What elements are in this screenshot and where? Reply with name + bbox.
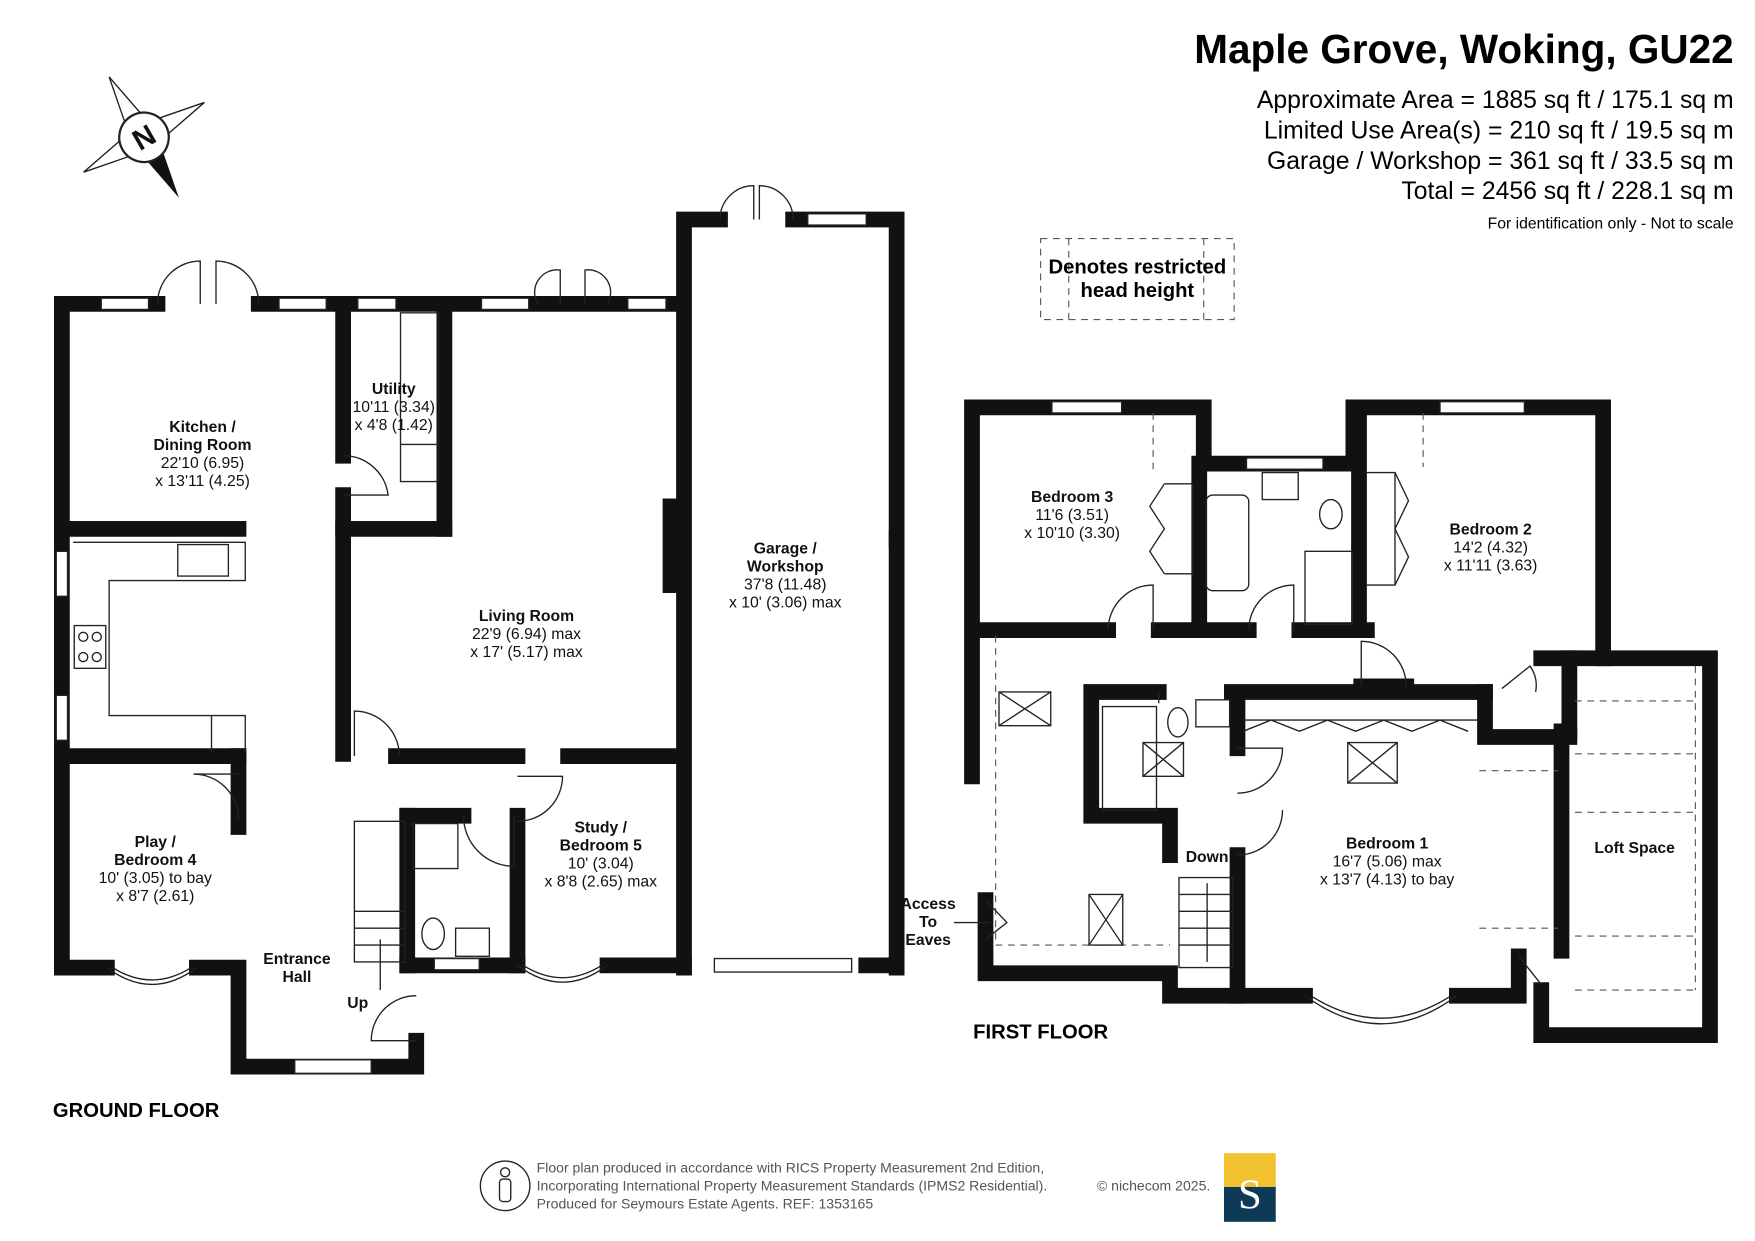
stairs-up-label: Up bbox=[347, 995, 368, 1012]
room-name: Bedroom 2 bbox=[1449, 521, 1532, 538]
logo-letter: S bbox=[1238, 1171, 1262, 1218]
room-name: Bedroom 5 bbox=[560, 838, 643, 855]
room-name: Bedroom 3 bbox=[1031, 489, 1114, 506]
room-dims: x 13'7 (4.13) to bay bbox=[1320, 871, 1454, 888]
room-dims: x 17' (5.17) max bbox=[470, 644, 583, 661]
sink-icon bbox=[177, 543, 230, 577]
room-dims: 37'8 (11.48) bbox=[744, 577, 826, 594]
room-name: Hall bbox=[283, 969, 312, 986]
garage-area: Garage / Workshop = 361 sq ft / 33.5 sq … bbox=[1267, 148, 1734, 175]
room-dims: 22'10 (6.95) bbox=[161, 455, 245, 472]
room-name: Loft Space bbox=[1594, 840, 1675, 857]
shower-icon bbox=[1101, 705, 1158, 811]
room-dims: 10' (3.05) to bay bbox=[99, 870, 212, 887]
room-name: Garage / bbox=[754, 541, 818, 558]
room-name: Dining Room bbox=[154, 437, 252, 454]
toilet-icon bbox=[1167, 707, 1189, 738]
shower-icon bbox=[1304, 550, 1353, 626]
room-dims: x 11'11 (3.63) bbox=[1444, 557, 1537, 574]
header: Maple Grove, Woking, GU22 Approximate Ar… bbox=[1194, 26, 1734, 232]
disclaimer: For identification only - Not to scale bbox=[1488, 215, 1734, 232]
room-name: Bedroom 4 bbox=[114, 852, 197, 869]
room-dims: x 10' (3.06) max bbox=[729, 595, 842, 612]
property-title: Maple Grove, Woking, GU22 bbox=[1194, 26, 1733, 72]
room-name: Workshop bbox=[747, 559, 824, 576]
room-dims: 16'7 (5.06) max bbox=[1333, 853, 1442, 870]
room-dims: 10' (3.04) bbox=[568, 856, 634, 873]
basin-icon bbox=[1195, 699, 1231, 728]
room-dims: x 10'10 (3.30) bbox=[1024, 525, 1120, 542]
room-name: Bedroom 1 bbox=[1346, 835, 1429, 852]
toilet-icon bbox=[421, 917, 446, 951]
room-dims: 11'6 (3.51) bbox=[1035, 507, 1109, 524]
room-dims: x 8'8 (2.65) max bbox=[545, 874, 658, 891]
stairs bbox=[1178, 876, 1234, 969]
room-name: Play / bbox=[135, 834, 177, 851]
footer-line-1: Floor plan produced in accordance with R… bbox=[537, 1159, 1045, 1175]
room-name: Entrance bbox=[263, 951, 331, 968]
approximate-area: Approximate Area = 1885 sq ft / 175.1 sq… bbox=[1257, 87, 1734, 114]
restricted-height-legend: Denotes restricted head height bbox=[1040, 238, 1235, 321]
ground-floor-label: GROUND FLOOR bbox=[53, 1100, 220, 1122]
ground-floor-plan: Kitchen / Dining Room 22'10 (6.95) x 13'… bbox=[53, 185, 905, 1122]
compass-icon: N bbox=[83, 76, 205, 198]
bath-icon bbox=[1205, 494, 1250, 592]
first-floor-plan: Bedroom 3 11'6 (3.51) x 10'10 (3.30) Bed… bbox=[901, 399, 1718, 1043]
stairs-down-label: Down bbox=[1186, 849, 1229, 866]
footer-line-3: Produced for Seymours Estate Agents. REF… bbox=[537, 1195, 874, 1211]
room-dims: 22'9 (6.94) max bbox=[472, 626, 581, 643]
room-dims: x 8'7 (2.61) bbox=[116, 888, 194, 905]
legend-line-1: Denotes restricted bbox=[1048, 256, 1226, 278]
legend-line-2: head height bbox=[1081, 280, 1195, 302]
room-name: Living Room bbox=[479, 608, 574, 625]
ipms-person-icon bbox=[479, 1160, 531, 1212]
copyright: © nichecom 2025. bbox=[1097, 1177, 1210, 1193]
eaves-access-label: To bbox=[919, 914, 937, 931]
basin-icon bbox=[454, 927, 491, 957]
total-area: Total = 2456 sq ft / 228.1 sq m bbox=[1401, 178, 1733, 205]
basin-icon bbox=[1261, 471, 1299, 501]
seymours-logo: S bbox=[1224, 1153, 1276, 1222]
eaves-access-label: Eaves bbox=[905, 932, 951, 949]
room-name: Kitchen / bbox=[169, 419, 236, 436]
limited-use-area: Limited Use Area(s) = 210 sq ft / 19.5 s… bbox=[1264, 117, 1734, 144]
footer: Floor plan produced in accordance with R… bbox=[479, 1153, 1276, 1222]
room-dims: x 13'11 (4.25) bbox=[155, 473, 250, 490]
first-floor-label: FIRST FLOOR bbox=[973, 1021, 1108, 1043]
loft-dashed-grid bbox=[1575, 666, 1696, 991]
toilet-icon bbox=[1318, 498, 1343, 530]
stairs bbox=[353, 820, 406, 991]
skylight-icon bbox=[998, 691, 1398, 946]
footer-line-2: Incorporating International Property Mea… bbox=[537, 1177, 1048, 1193]
eaves-access-label: Access bbox=[901, 896, 956, 913]
room-dims: x 4'8 (1.42) bbox=[355, 417, 433, 434]
room-name: Utility bbox=[372, 381, 416, 398]
room-dims: 10'11 (3.34) bbox=[353, 399, 435, 416]
room-name: Study / bbox=[574, 820, 627, 837]
hob-icon bbox=[73, 624, 107, 669]
room-dims: 14'2 (4.32) bbox=[1453, 539, 1528, 556]
